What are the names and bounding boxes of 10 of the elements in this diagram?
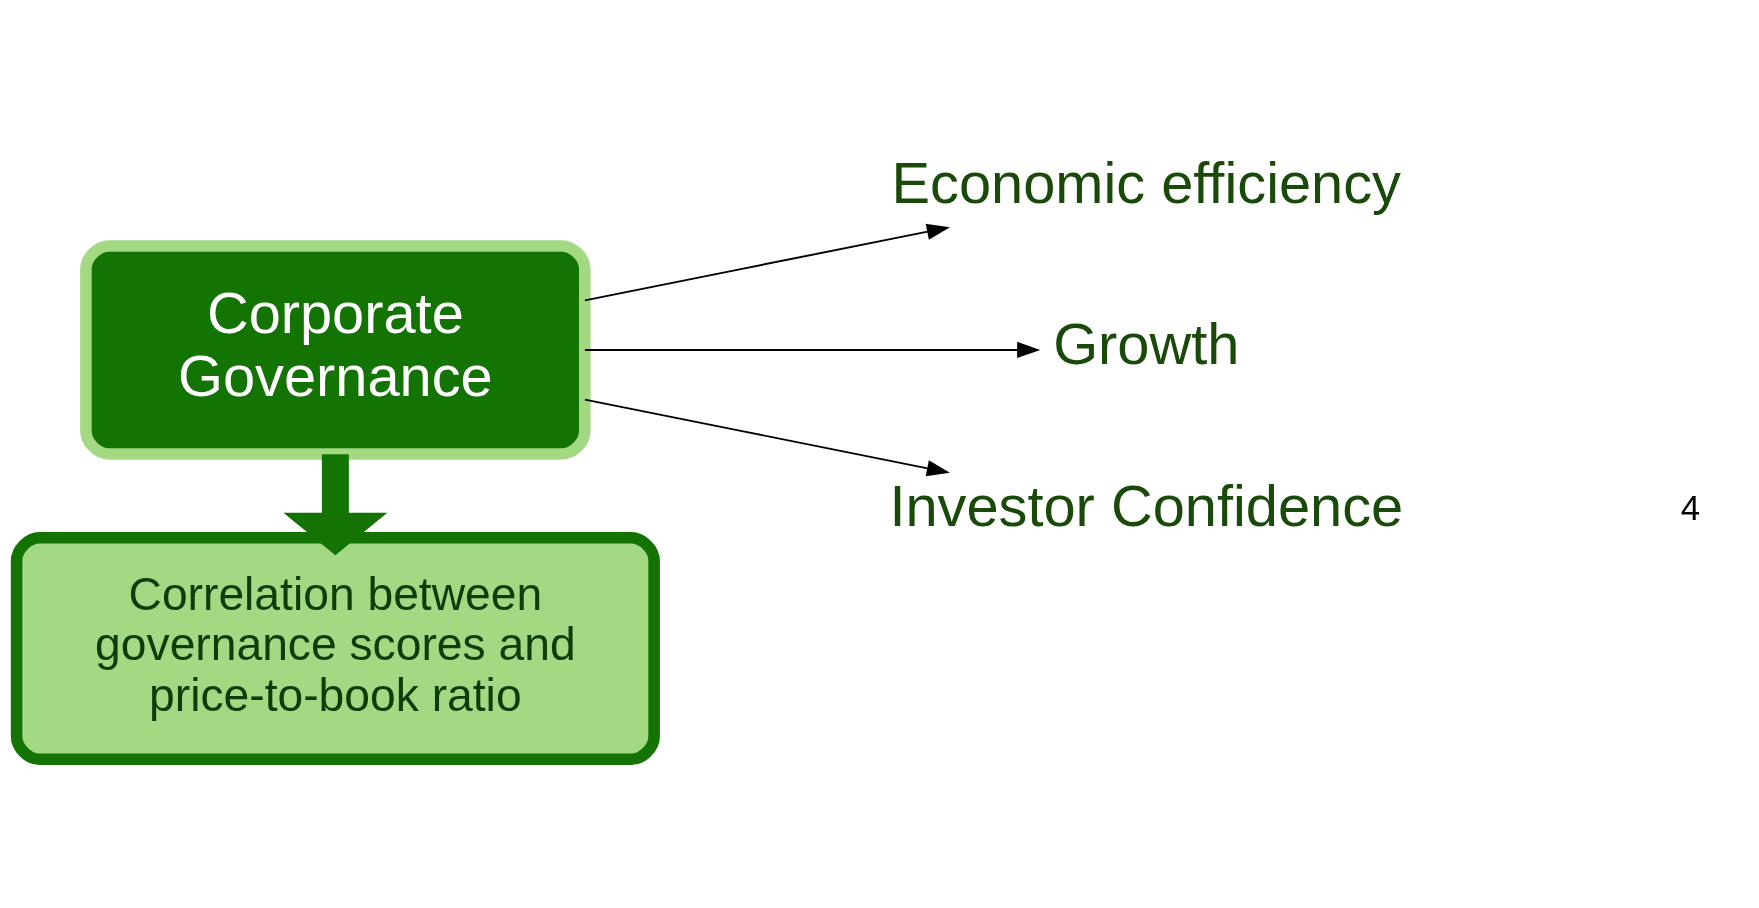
node-box: Corporate Governance: [80, 240, 591, 460]
arrow: [583, 341, 1041, 359]
arrow: [583, 223, 950, 302]
node-text: Growth: [1053, 312, 1240, 377]
node-text: Economic efficiency: [891, 150, 1401, 215]
node-text: Investor Confidence: [889, 474, 1404, 539]
arrow: [583, 398, 950, 477]
arrow: [283, 454, 388, 556]
label: 4: [1680, 489, 1701, 528]
node-box: Correlation between governance scores and price-to-book ratio: [10, 532, 660, 766]
